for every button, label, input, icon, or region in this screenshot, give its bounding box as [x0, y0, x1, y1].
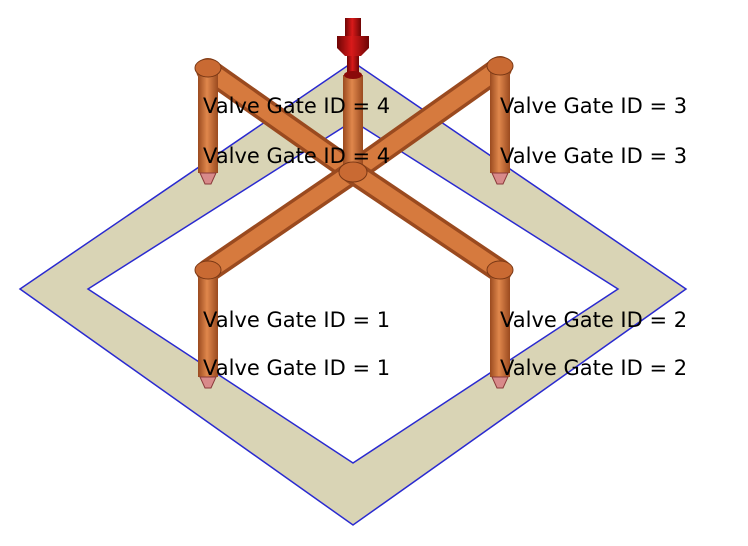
part-frame [18, 61, 688, 526]
gate-label-3-top: Valve Gate ID = 3 [500, 94, 688, 118]
gate-label-2-top: Valve Gate ID = 2 [500, 308, 688, 332]
gate-label-3-bottom: Valve Gate ID = 3 [500, 144, 688, 168]
gate-label-4-top: Valve Gate ID = 4 [203, 94, 391, 118]
sprue-bushing [337, 18, 369, 79]
runner-junction [338, 161, 368, 183]
gate-label-4-bottom: Valve Gate ID = 4 [203, 144, 391, 168]
gate-label-1-top: Valve Gate ID = 1 [203, 308, 391, 332]
gate-label-1-bottom: Valve Gate ID = 1 [203, 356, 391, 380]
gate-label-2-bottom: Valve Gate ID = 2 [500, 356, 688, 380]
runner-branches [196, 56, 512, 283]
gate-drops [194, 56, 514, 377]
gate-tips [199, 172, 509, 389]
main-sprue [343, 75, 363, 172]
